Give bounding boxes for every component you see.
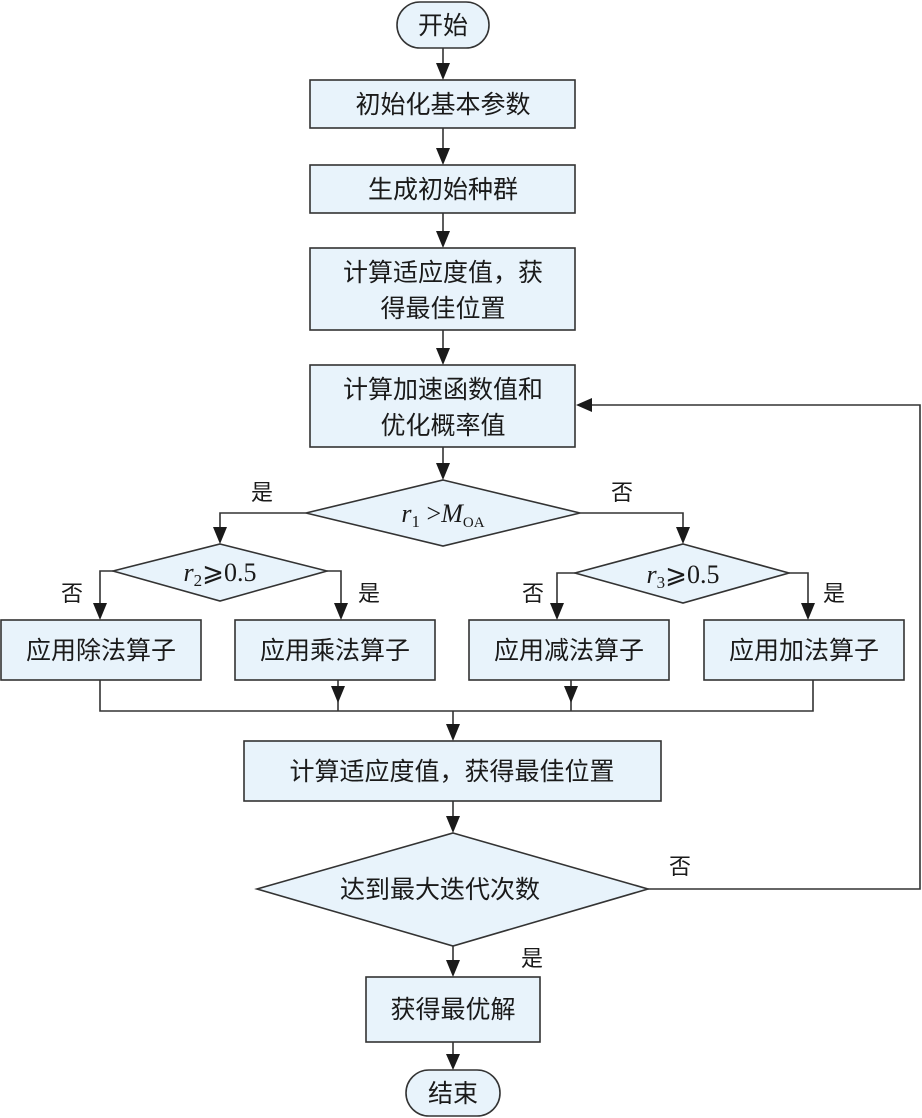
init-params-node: 初始化基本参数 [309, 79, 576, 129]
max-iterations-diamond [254, 832, 651, 947]
division-node: 应用除法算子 [0, 619, 202, 681]
edge-merge-bus [99, 680, 814, 712]
fitness-label-1-line1: 计算适应度值，获 [343, 258, 543, 287]
end-node: 结束 [405, 1069, 501, 1117]
condition-r3-diamond [571, 543, 792, 604]
branch-labels: 是 否 否 是 否 是 否 是 [61, 481, 845, 972]
cond1-yes-label: 是 [251, 481, 273, 506]
arrow-head [436, 148, 450, 165]
optimal-label: 获得最优解 [390, 995, 515, 1024]
cond3-yes-label: 是 [823, 582, 845, 607]
edge-cond3-yes [789, 572, 809, 605]
optimal-node: 获得最优解 [365, 976, 541, 1043]
max-iterations-label: 达到最大迭代次数 [340, 875, 540, 904]
arrow-head [446, 816, 460, 833]
arrow-head [436, 348, 450, 365]
start-node: 开始 [396, 1, 490, 49]
condition-r1-text: r1 >MOA [401, 499, 484, 531]
division-box [0, 619, 202, 681]
condition-r1-moa: r1 >MOA [305, 479, 581, 547]
arrow-head [436, 231, 450, 248]
arrow-head [334, 603, 348, 620]
multiplication-box [234, 619, 436, 681]
edge-cond3-no [556, 572, 575, 605]
edge-cond1-no [580, 512, 684, 530]
fitness-node-2: 计算适应度值，获得最佳位置 [243, 740, 662, 802]
init-population-node: 生成初始种群 [309, 164, 576, 214]
edge-cond2-yes [327, 570, 342, 605]
subtraction-label: 应用减法算子 [494, 636, 644, 665]
addition-box [703, 619, 905, 681]
cond1-no-label: 否 [611, 481, 633, 506]
arrow-head [564, 686, 578, 703]
condition-r3-text: r3⩾0.5 [647, 560, 720, 592]
cond2-yes-label: 是 [358, 582, 380, 607]
max-iter-yes-label: 是 [521, 947, 543, 972]
arrow-head [676, 527, 690, 544]
max-iter-no-label: 否 [669, 855, 691, 880]
arrow-head [446, 960, 460, 977]
fitness-node-1: 计算适应度值，获 得最佳位置 [309, 247, 576, 331]
condition-r2-diamond [109, 543, 331, 602]
division-label: 应用除法算子 [26, 636, 176, 665]
init-population-label: 生成初始种群 [368, 175, 518, 204]
moa-mop-label-line1: 计算加速函数值和 [343, 375, 543, 404]
arrow-head [446, 1054, 460, 1070]
condition-r1-diamond [305, 479, 581, 547]
condition-r2: r2⩾0.5 [109, 543, 331, 602]
edge-cond1-yes [219, 512, 306, 530]
arrow-head [436, 63, 450, 80]
fitness-label-1-line2: 得最佳位置 [380, 294, 505, 323]
fitness-box-1 [309, 247, 576, 331]
multiplication-node: 应用乘法算子 [234, 619, 436, 681]
end-terminal-shape [405, 1069, 501, 1117]
moa-mop-node: 计算加速函数值和 优化概率值 [309, 364, 576, 448]
optimal-box [365, 976, 541, 1043]
arrow-head [331, 686, 345, 703]
init-params-box [309, 79, 576, 129]
addition-label: 应用加法算子 [729, 636, 879, 665]
multiplication-label: 应用乘法算子 [260, 636, 410, 665]
arrow-head [93, 603, 107, 620]
connectors [93, 48, 921, 1070]
arrow-head [436, 463, 450, 480]
moa-mop-box [309, 364, 576, 448]
subtraction-box [468, 619, 670, 681]
subtraction-node: 应用减法算子 [468, 619, 670, 681]
condition-r3: r3⩾0.5 [571, 543, 792, 604]
fitness-box-2 [243, 740, 662, 802]
init-population-box [309, 164, 576, 214]
start-label: 开始 [418, 11, 468, 40]
cond3-no-label: 否 [522, 582, 544, 607]
arrow-head [801, 603, 815, 620]
moa-mop-label-line2: 优化概率值 [380, 411, 505, 440]
fitness-label-2: 计算适应度值，获得最佳位置 [289, 757, 614, 786]
cond2-no-label: 否 [61, 582, 83, 607]
condition-max-iterations: 达到最大迭代次数 [254, 832, 651, 947]
end-label: 结束 [428, 1079, 478, 1108]
arrow-head [446, 724, 460, 741]
start-terminal-shape [396, 1, 490, 49]
arrow-head [213, 527, 227, 544]
arrow-head [576, 398, 592, 412]
edge-maxiter-no-loop [592, 404, 921, 890]
condition-r2-text: r2⩾0.5 [184, 558, 257, 590]
init-params-label: 初始化基本参数 [355, 90, 530, 119]
arrow-head [550, 603, 564, 620]
addition-node: 应用加法算子 [703, 619, 905, 681]
edge-cond2-no [99, 570, 113, 605]
